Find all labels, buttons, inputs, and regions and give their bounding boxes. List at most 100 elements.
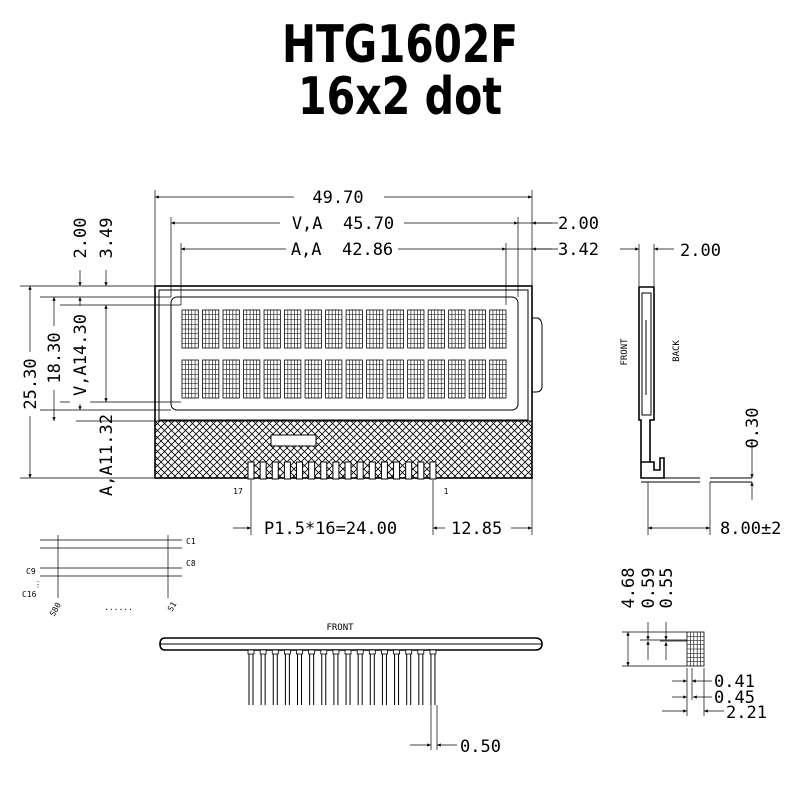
detail-dim-059: 0.59	[639, 568, 659, 609]
side-dim-top: 2.00	[680, 241, 721, 261]
bottom-pin	[271, 649, 279, 705]
char-cell	[489, 309, 507, 349]
bottom-pin	[283, 649, 291, 705]
bottom-pin	[308, 649, 316, 705]
pin-label-17: 17	[233, 487, 243, 496]
bottom-pin	[296, 649, 303, 705]
title-line2: 16x2 dot	[298, 67, 502, 127]
bottom-pin	[405, 649, 413, 705]
bottom-pin	[368, 649, 376, 705]
front-pin	[332, 461, 340, 480]
char-detail: 4.68 0.59 0.55 0.41 0.45 2.21	[619, 568, 767, 723]
char-cell	[263, 359, 281, 399]
char-cell	[325, 359, 343, 399]
dim-pin-pitch: P1.5*16=24.00	[264, 519, 397, 539]
detail-dim-055: 0.55	[657, 568, 677, 609]
connector-window	[270, 434, 317, 447]
bezel-inner	[158, 289, 529, 421]
bottom-dim-pin: 0.50	[460, 737, 501, 757]
side-dim-030: 0.30	[743, 408, 763, 449]
front-pin	[247, 461, 255, 480]
char-cell	[202, 359, 220, 399]
dim-aa-11: A,A11.32	[97, 414, 117, 496]
dim-left-349: 3.49	[97, 218, 117, 259]
character-grid	[181, 309, 507, 399]
bottom-pin	[381, 649, 388, 705]
char-cell	[304, 309, 322, 349]
backlight-tab	[532, 317, 543, 393]
bottom-pin-row	[247, 649, 437, 705]
front-pin	[320, 461, 328, 480]
front-pin	[296, 461, 304, 480]
char-cell	[304, 359, 322, 399]
char-cell	[325, 309, 343, 349]
char-cell	[366, 309, 384, 349]
char-cell	[181, 309, 199, 349]
segment-map: C1 C8 C9 ⋮ C16 S80 ...... S1	[22, 535, 196, 618]
front-pin	[368, 461, 376, 480]
bottom-pin	[320, 649, 328, 705]
bottom-pin	[247, 649, 255, 705]
dim-aa-width: A,A 42.86	[291, 240, 393, 260]
bottom-pin	[393, 649, 400, 705]
front-pin	[259, 461, 267, 480]
dim-right-aa: 3.42	[558, 240, 599, 260]
seg-s80: S80	[48, 601, 63, 618]
detail-dim-045: 0.45	[714, 688, 755, 708]
char-cell	[222, 359, 240, 399]
char-cell	[243, 309, 261, 349]
seg-c1: C1	[186, 537, 196, 546]
char-cell	[407, 309, 425, 349]
front-pin	[417, 461, 425, 480]
char-cell	[468, 309, 486, 349]
dim-va-14: V,A14.30	[71, 314, 91, 396]
char-cell	[243, 359, 261, 399]
front-pin	[405, 461, 413, 480]
front-pin	[380, 461, 388, 480]
detail-dim-041: 0.41	[714, 672, 755, 692]
bottom-pin	[332, 649, 340, 705]
detail-dim-468: 4.68	[619, 568, 639, 609]
bottom-pin	[356, 649, 364, 705]
detail-dim-221: 2.21	[726, 703, 767, 723]
bottom-pin	[344, 649, 352, 705]
front-pin	[283, 461, 291, 480]
dim-va-width: V,A 45.70	[292, 214, 394, 234]
side-dim-bottom: 8.00±2	[720, 519, 781, 539]
front-view: 17 1 49.70 V,A 45.70 A,A 42.86 2.00 3.42…	[20, 186, 599, 539]
dim-height-total: 25.30	[21, 358, 41, 409]
char-cell	[427, 309, 445, 349]
title-line1: HTG1602F	[282, 15, 518, 75]
seg-c9: C9	[26, 567, 36, 576]
side-label-back: BACK	[672, 340, 682, 362]
viewing-area	[170, 296, 519, 411]
dim-right-va: 2.00	[558, 214, 599, 234]
front-pin	[344, 461, 352, 480]
char-cell	[202, 309, 220, 349]
char-cell	[222, 309, 240, 349]
char-cell	[468, 359, 486, 399]
front-pin	[271, 461, 279, 480]
char-cell	[181, 359, 199, 399]
bottom-pin	[429, 649, 437, 705]
dim-pin-offset: 12.85	[451, 519, 502, 539]
front-pin	[356, 461, 364, 480]
side-view: 2.00 FRONT BACK 0.30 8.00±2	[620, 241, 781, 539]
char-cell	[345, 309, 363, 349]
dim-left-2: 2.00	[71, 218, 91, 259]
bottom-board	[159, 637, 543, 651]
seg-c8: C8	[186, 559, 196, 568]
char-cell	[448, 309, 466, 349]
front-pin	[393, 461, 401, 480]
front-pin-row	[247, 461, 440, 480]
dot-matrix-detail	[686, 631, 705, 667]
bottom-label-front: FRONT	[326, 623, 354, 633]
pcb-area	[154, 420, 533, 479]
char-cell	[386, 359, 404, 399]
char-cell	[407, 359, 425, 399]
front-pin	[429, 461, 437, 480]
pin-label-1: 1	[444, 487, 449, 496]
side-label-front: FRONT	[620, 338, 630, 366]
char-cell	[345, 359, 363, 399]
